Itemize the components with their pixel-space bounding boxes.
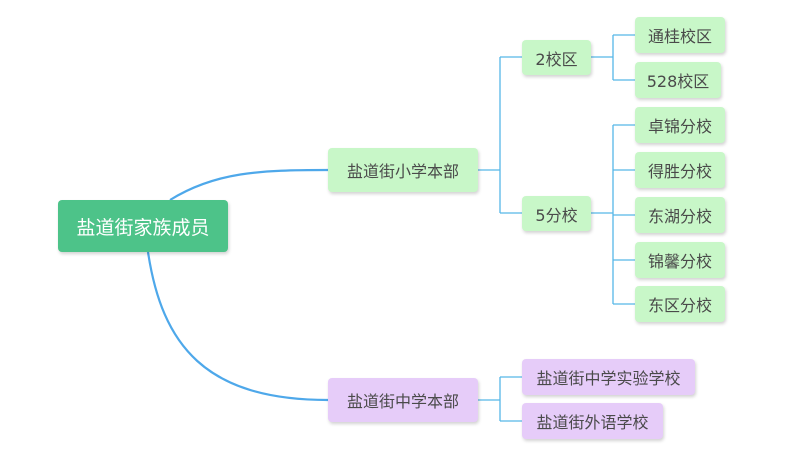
- node-middle-school[interactable]: 盐道街中学本部: [328, 378, 478, 422]
- link-root-middle: [146, 251, 329, 402]
- link-middle-children: [478, 376, 522, 422]
- link-branch-children: [591, 124, 635, 305]
- node-campus-group[interactable]: 2校区: [522, 40, 591, 75]
- node-campus-tonggui[interactable]: 通桂校区: [635, 17, 725, 53]
- root-node[interactable]: 盐道街家族成员: [58, 200, 228, 252]
- node-primary-school[interactable]: 盐道街小学本部: [328, 148, 478, 192]
- node-branch-donghu[interactable]: 东湖分校: [635, 197, 725, 233]
- node-branch-zhuojin[interactable]: 卓锦分校: [635, 107, 725, 143]
- node-campus-528[interactable]: 528校区: [635, 62, 721, 98]
- link-root-primary: [169, 168, 329, 201]
- link-campus-children: [591, 34, 635, 81]
- node-branch-group[interactable]: 5分校: [522, 196, 591, 231]
- node-branch-jinxin[interactable]: 锦馨分校: [635, 242, 725, 278]
- node-branch-desheng[interactable]: 得胜分校: [635, 152, 725, 188]
- node-middle-experimental[interactable]: 盐道街中学实验学校: [522, 359, 695, 395]
- node-middle-foreign-language[interactable]: 盐道街外语学校: [522, 403, 663, 439]
- link-primary-children: [478, 56, 522, 214]
- node-branch-dongqu[interactable]: 东区分校: [635, 286, 725, 322]
